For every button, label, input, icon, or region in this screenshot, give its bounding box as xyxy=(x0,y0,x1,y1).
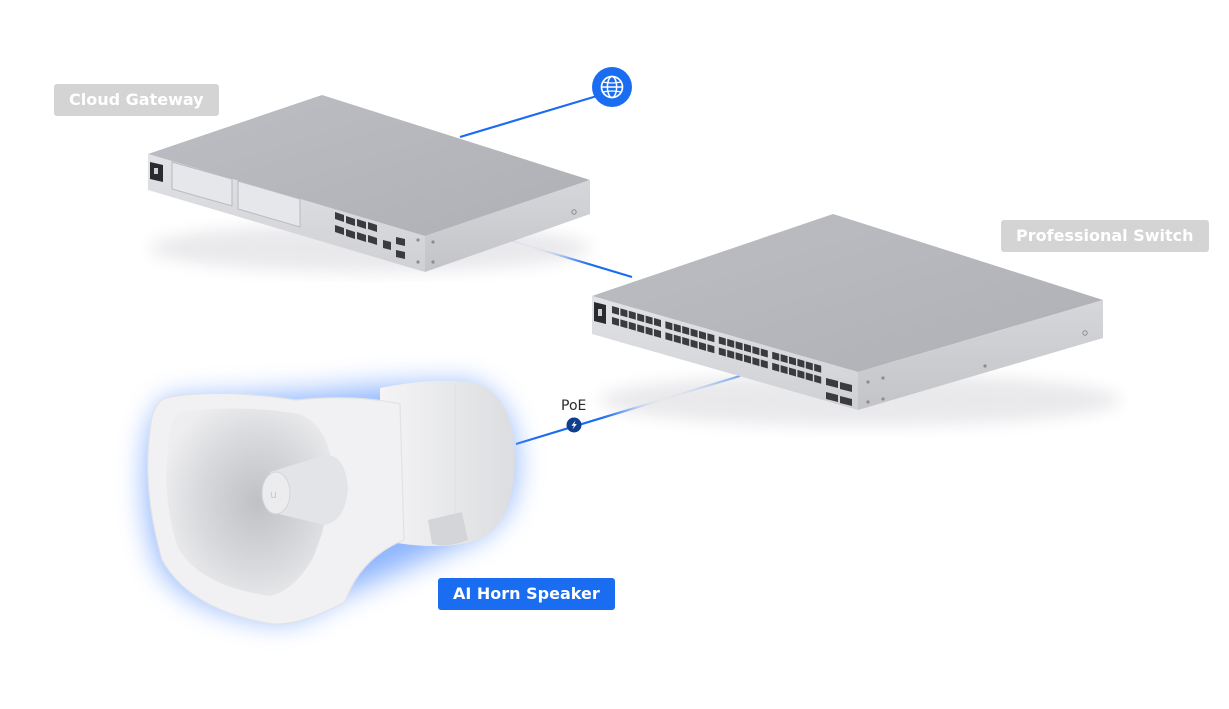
poe-link-label: PoE xyxy=(561,398,587,414)
switch-port xyxy=(612,306,619,315)
switch-port xyxy=(805,372,813,382)
switch-port xyxy=(690,339,698,349)
link-gateway-internet xyxy=(459,94,598,139)
switch-port xyxy=(772,351,780,361)
switch-port xyxy=(780,365,788,375)
switch-port xyxy=(797,369,805,379)
switch-port xyxy=(612,317,619,326)
switch-port xyxy=(699,341,706,351)
switch-port xyxy=(645,315,653,325)
switch-port xyxy=(805,361,813,371)
switch-port xyxy=(744,343,751,353)
switch-port xyxy=(707,344,715,354)
switch-port xyxy=(637,324,645,334)
switch-port xyxy=(752,357,760,367)
switch-port xyxy=(772,362,780,372)
switch-port xyxy=(760,348,768,358)
lightning-icon xyxy=(566,417,582,433)
switch-port xyxy=(735,352,743,362)
switch-port xyxy=(620,319,628,329)
switch-port xyxy=(814,374,822,384)
switch-port xyxy=(682,337,690,347)
switch-port xyxy=(718,336,726,346)
switch-port xyxy=(654,318,661,327)
switch-port xyxy=(620,308,628,318)
cloud-gateway-device xyxy=(148,95,590,272)
ai-horn-speaker-label: AI Horn Speaker xyxy=(438,578,615,610)
switch-port xyxy=(727,349,735,359)
switch-port xyxy=(707,333,715,343)
switch-port xyxy=(645,326,653,336)
switch-port xyxy=(654,329,661,338)
professional-switch-label: Professional Switch xyxy=(1001,220,1209,252)
switch-port xyxy=(814,363,822,373)
globe-icon xyxy=(592,67,632,107)
switch-port xyxy=(673,334,681,344)
switch-port xyxy=(797,358,805,368)
switch-port xyxy=(744,354,751,364)
switch-port xyxy=(665,332,673,342)
switch-port xyxy=(665,321,673,331)
switch-port xyxy=(735,341,743,351)
switch-port xyxy=(718,347,726,357)
switch-port xyxy=(699,330,706,340)
professional-switch-device xyxy=(592,214,1120,426)
switch-port xyxy=(637,313,645,323)
switch-port xyxy=(682,326,690,336)
switch-port xyxy=(752,346,760,356)
switch-port xyxy=(673,323,681,333)
switch-port xyxy=(690,328,698,338)
switch-port xyxy=(789,367,796,377)
switch-port xyxy=(780,354,788,364)
switch-port xyxy=(628,310,636,320)
switch-port xyxy=(789,356,796,366)
svg-text:u: u xyxy=(270,488,277,501)
switch-ports xyxy=(612,306,822,384)
cloud-gateway-label: Cloud Gateway xyxy=(54,84,219,116)
ai-horn-speaker-device: u xyxy=(145,380,516,625)
switch-port xyxy=(628,321,636,331)
switch-port xyxy=(760,359,768,369)
switch-port xyxy=(727,338,735,348)
